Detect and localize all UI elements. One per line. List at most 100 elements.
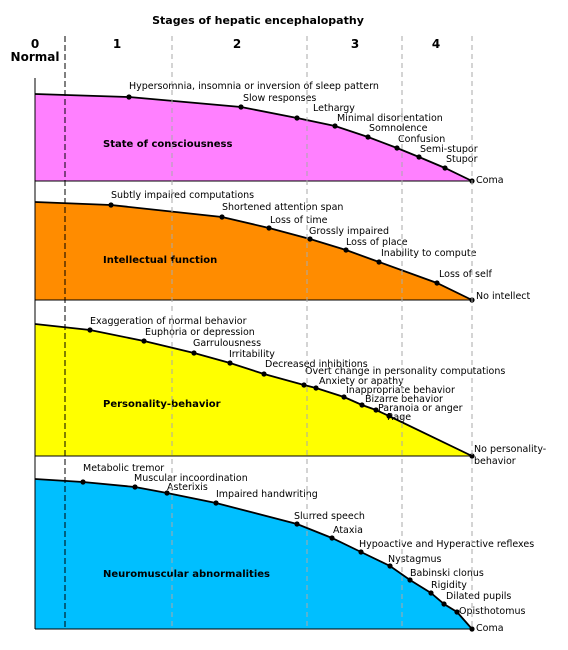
- item-label: Subtly impaired computations: [111, 190, 254, 201]
- item-dot: [341, 394, 347, 400]
- item-label: Rage: [387, 412, 411, 423]
- item-label: Coma: [476, 175, 504, 186]
- item-label: Stupor: [446, 154, 478, 165]
- item-dot: [343, 247, 349, 253]
- item-dot: [126, 94, 132, 100]
- item-label: Decreased inhibitions: [265, 359, 368, 370]
- item-dot: [441, 601, 447, 607]
- item-dot: [87, 327, 93, 333]
- item-dot: [301, 382, 307, 388]
- item-label: Coma: [476, 623, 504, 634]
- item-dot: [294, 521, 300, 527]
- item-label: Metabolic tremor: [83, 463, 164, 474]
- item-dot: [238, 104, 244, 110]
- item-label: Lethargy: [313, 103, 355, 114]
- item-label: Minimal disorientation: [337, 113, 443, 124]
- item-dot: [469, 453, 475, 459]
- panel-2: Intellectual function Subtly impaired com…: [34, 181, 531, 303]
- item-dot: [469, 626, 475, 632]
- item-dot: [454, 609, 460, 615]
- item-dot: [261, 371, 267, 377]
- panel-name: Personality-behavior: [103, 399, 221, 410]
- item-label: Semi-stupor: [420, 144, 478, 155]
- item-label: Shortened attention span: [222, 202, 343, 213]
- item-dot: [108, 202, 114, 208]
- stage-label-1: 1: [113, 37, 121, 51]
- panel-3: Personality-behavior Exaggeration of norm…: [34, 300, 546, 467]
- item-dot: [80, 479, 86, 485]
- stage-label-4: 4: [432, 37, 440, 51]
- item-label: Opisthotomus: [459, 606, 525, 617]
- item-dot: [365, 134, 371, 140]
- panel-name: State of consciousness: [103, 139, 232, 150]
- item-dot: [132, 484, 138, 490]
- item-label: Asterixis: [167, 482, 208, 493]
- decline-curve: [34, 93, 473, 182]
- item-label: Rigidity: [431, 580, 467, 591]
- item-label: Slurred speech: [294, 511, 365, 522]
- item-label: Slow responses: [243, 93, 316, 104]
- normal-label: Normal: [11, 50, 60, 64]
- item-label: Garrulousness: [193, 338, 261, 349]
- stage-label-0: 0: [31, 37, 39, 51]
- item-label: Loss of place: [346, 237, 408, 248]
- item-dot: [386, 413, 392, 419]
- item-dot: [307, 236, 313, 242]
- item-dot: [213, 500, 219, 506]
- panels: State of consciousness Hypersomnia, insom…: [34, 78, 546, 634]
- item-label: Dilated pupils: [446, 591, 511, 602]
- item-dot: [191, 350, 197, 356]
- item-label: Hypoactive and Hyperactive reflexes: [359, 539, 534, 550]
- item-dot: [358, 549, 364, 555]
- item-dot: [294, 115, 300, 121]
- item-dot: [442, 165, 448, 171]
- item-dot: [376, 259, 382, 265]
- item-dot: [373, 407, 379, 413]
- item-label: Overt change in personality computations: [305, 366, 505, 377]
- item-dot: [359, 402, 365, 408]
- stage-labels: 0 1 2 3 4: [31, 37, 440, 51]
- item-label: Irritability: [229, 349, 275, 360]
- item-dot: [329, 535, 335, 541]
- decline-curve: [34, 478, 473, 630]
- item-dot: [164, 490, 170, 496]
- panel-fill: [35, 479, 472, 629]
- item-dot: [394, 145, 400, 151]
- item-label: Grossly impaired: [309, 226, 389, 237]
- panel-name: Neuromuscular abnormalities: [103, 569, 270, 580]
- item-dot: [332, 123, 338, 129]
- item-label: Babinski clonus: [410, 568, 484, 579]
- item-label: Bizarre behavior: [365, 394, 443, 405]
- item-dot: [227, 360, 233, 366]
- item-label: Inability to compute: [381, 248, 477, 259]
- item-dot: [313, 385, 319, 391]
- item-dot: [219, 214, 225, 220]
- item-dot: [434, 280, 440, 286]
- item-label: Hypersomnia, insomnia or inversion of sl…: [129, 81, 379, 92]
- item-label: Paranoia or anger: [378, 403, 463, 414]
- item-label: Nystagmus: [388, 554, 442, 565]
- stage-label-3: 3: [351, 37, 359, 51]
- item-label: Anxiety or apathy: [319, 376, 404, 387]
- item-dot: [387, 563, 393, 569]
- item-label: Exaggeration of normal behavior: [90, 316, 247, 327]
- item-label: Muscular incoordination: [134, 473, 248, 484]
- panel-name: Intellectual function: [103, 255, 217, 266]
- item-label: Ataxia: [333, 525, 363, 536]
- item-dot: [428, 590, 434, 596]
- item-label: No personality-: [474, 444, 546, 455]
- item-label: No intellect: [476, 291, 531, 302]
- panel-4: Neuromuscular abnormalities Metabolic tre…: [34, 456, 534, 634]
- item-label: Loss of self: [439, 269, 492, 280]
- item-dot: [416, 154, 422, 160]
- item-dot: [407, 577, 413, 583]
- stage-label-2: 2: [233, 37, 241, 51]
- panel-fill: [35, 324, 472, 456]
- item-label: Loss of time: [270, 215, 328, 226]
- panel-1: State of consciousness Hypersomnia, insom…: [34, 78, 504, 186]
- item-label: Euphoria or depression: [145, 327, 255, 338]
- item-label: Somnolence: [369, 123, 428, 134]
- item-dot: [266, 225, 272, 231]
- item-label-continued: behavior: [474, 456, 516, 467]
